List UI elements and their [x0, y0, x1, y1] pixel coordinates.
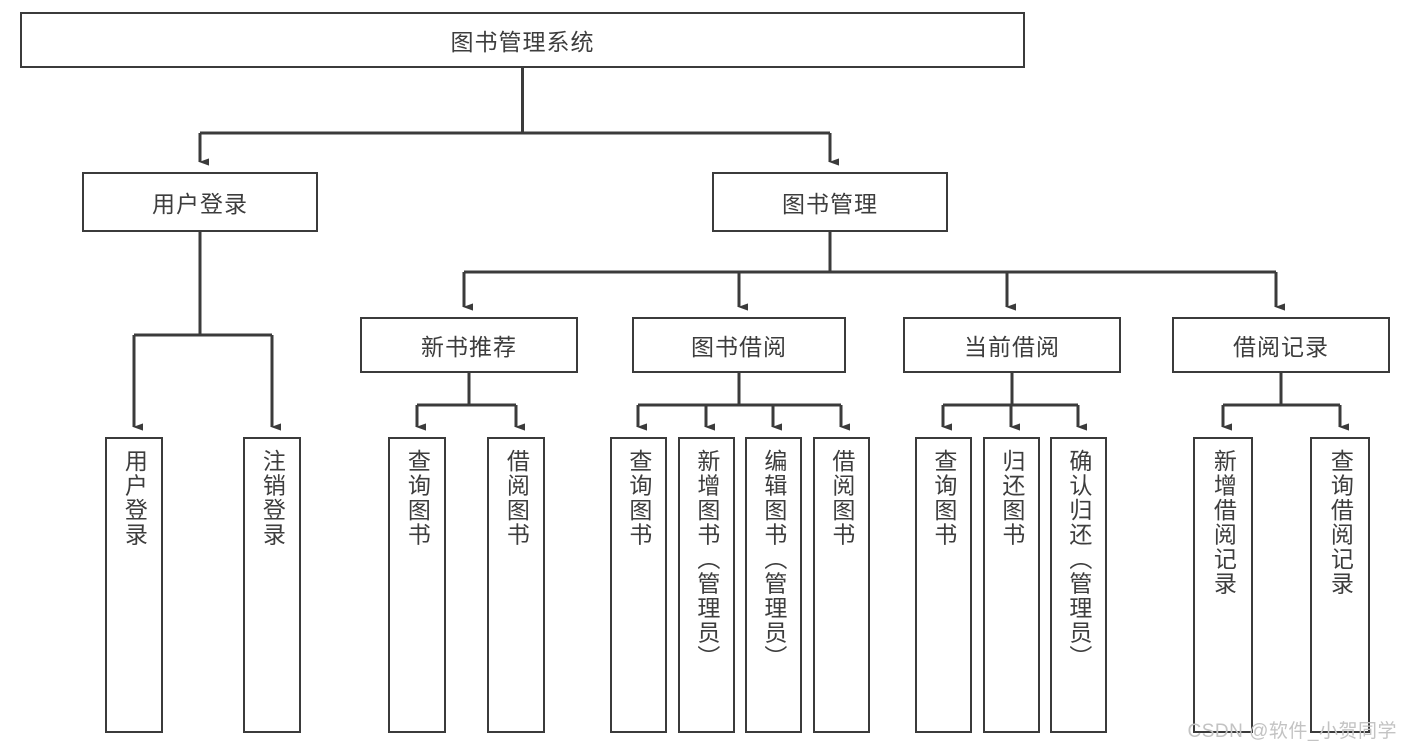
- node-leaf-query-book-new[interactable]: 查询图书: [388, 437, 446, 733]
- node-leaf-edit-book-admin[interactable]: 编辑图书（管理员）: [745, 437, 802, 733]
- node-book-management-label: 图书管理: [782, 191, 878, 217]
- node-leaf-query-book-borrow[interactable]: 查询图书: [610, 437, 667, 733]
- node-root[interactable]: 图书管理系统: [20, 12, 1025, 68]
- node-leaf-confirm-return-admin[interactable]: 确认归还（管理员）: [1050, 437, 1107, 733]
- node-leaf-edit-book-admin-label: 编辑图书（管理员）: [760, 449, 787, 670]
- node-leaf-query-borrow-record-label: 查询借阅记录: [1327, 449, 1354, 596]
- node-leaf-add-borrow-record[interactable]: 新增借阅记录: [1193, 437, 1253, 733]
- node-leaf-logout[interactable]: 注销登录: [243, 437, 301, 733]
- node-leaf-user-login-label: 用户登录: [121, 449, 148, 547]
- node-leaf-add-borrow-record-label: 新增借阅记录: [1210, 449, 1237, 596]
- node-borrow-record[interactable]: 借阅记录: [1172, 317, 1390, 373]
- node-leaf-borrow-book-new[interactable]: 借阅图书: [487, 437, 545, 733]
- node-leaf-query-book-new-label: 查询图书: [404, 449, 431, 547]
- node-user-login-label: 用户登录: [152, 191, 248, 217]
- node-new-book-recommend-label: 新书推荐: [421, 334, 517, 360]
- watermark: CSDN @软件_小贺同学: [1187, 721, 1397, 742]
- node-leaf-return-book-label: 归还图书: [998, 449, 1025, 547]
- node-book-management[interactable]: 图书管理: [712, 172, 948, 232]
- node-leaf-return-book[interactable]: 归还图书: [983, 437, 1040, 733]
- node-leaf-logout-label: 注销登录: [259, 449, 286, 547]
- node-leaf-query-book-current-label: 查询图书: [930, 449, 957, 547]
- node-new-book-recommend[interactable]: 新书推荐: [360, 317, 578, 373]
- node-book-borrow-label: 图书借阅: [691, 334, 787, 360]
- node-leaf-add-book-admin[interactable]: 新增图书（管理员）: [678, 437, 735, 733]
- node-leaf-add-book-admin-label: 新增图书（管理员）: [693, 449, 720, 670]
- node-leaf-borrow-book[interactable]: 借阅图书: [813, 437, 870, 733]
- node-user-login[interactable]: 用户登录: [82, 172, 318, 232]
- node-leaf-user-login[interactable]: 用户登录: [105, 437, 163, 733]
- node-borrow-record-label: 借阅记录: [1233, 334, 1329, 360]
- node-leaf-confirm-return-admin-label: 确认归还（管理员）: [1065, 449, 1092, 670]
- node-leaf-borrow-book-label: 借阅图书: [828, 449, 855, 547]
- node-current-borrow-label: 当前借阅: [964, 334, 1060, 360]
- node-leaf-query-book-borrow-label: 查询图书: [625, 449, 652, 547]
- node-root-label: 图书管理系统: [450, 29, 595, 55]
- node-leaf-query-book-current[interactable]: 查询图书: [915, 437, 972, 733]
- node-current-borrow[interactable]: 当前借阅: [903, 317, 1121, 373]
- node-book-borrow[interactable]: 图书借阅: [632, 317, 846, 373]
- node-leaf-query-borrow-record[interactable]: 查询借阅记录: [1310, 437, 1370, 733]
- node-leaf-borrow-book-new-label: 借阅图书: [503, 449, 530, 547]
